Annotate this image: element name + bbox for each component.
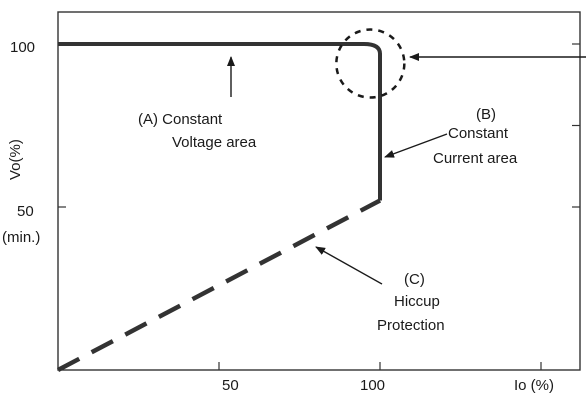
annotation-arrows [227,53,586,285]
arrow-c [315,246,383,285]
y-tick-sublabel: (min.) [2,229,40,246]
annotation-c-line1: (C) [404,271,425,288]
transition-highlight-circle [335,28,406,99]
x-tick-label: 50 [222,377,239,394]
tick-marks [58,43,580,370]
y-tick-label: 100 [10,39,35,56]
annotation-b-line3: Current area [433,150,518,167]
annotation-b-line2: Constant [448,125,509,142]
x-tick-label: 100 [360,377,385,394]
constant-voltage-current-line [58,42,382,201]
hiccup-protection-line [56,198,382,372]
plot-axes [57,11,581,371]
annotation-b-line1: (B) [476,106,496,123]
series-lines [56,28,406,372]
arrow-b [384,133,448,158]
x-axis-label: Io (%) [514,377,554,394]
y-tick-label: 50 [17,203,34,220]
annotation-a-line2: Voltage area [172,134,257,151]
plot-frame [57,11,581,371]
annotation-c-line3: Protection [377,317,445,334]
annotation-c-line2: Hiccup [394,293,440,310]
y-axis-label: Vo(%) [7,139,24,180]
annotation-a-line1: (A) Constant [138,111,223,128]
